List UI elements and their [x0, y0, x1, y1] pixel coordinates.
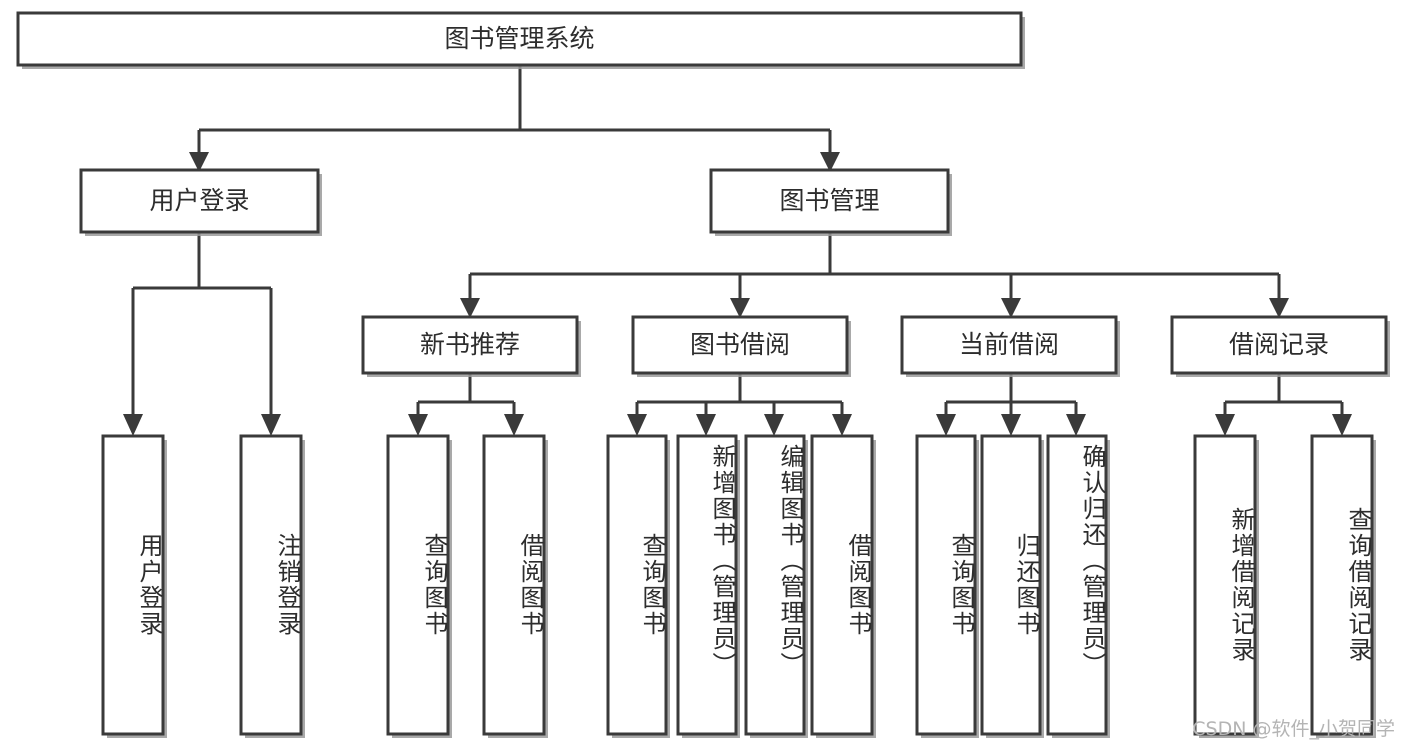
- leaf-box-current-borrow-0[interactable]: [915, 434, 977, 736]
- leaf-box-book-borrow-0[interactable]: [606, 434, 668, 736]
- leaf-box-book-borrow-3[interactable]: [810, 434, 874, 736]
- leaf-box-new-book-1[interactable]: [482, 434, 546, 736]
- node-user-login-box[interactable]: [79, 168, 320, 234]
- connector-group-current-borrow: [936, 374, 1086, 436]
- leaf-box-book-borrow-2[interactable]: [744, 434, 806, 736]
- leaf-box-borrow-records-0[interactable]: [1193, 434, 1257, 736]
- leaf-box-borrow-records-1[interactable]: [1310, 434, 1374, 736]
- node-root-box[interactable]: [16, 11, 1023, 67]
- connector-group-book-manage: [460, 233, 1289, 318]
- leaf-box-current-borrow-2[interactable]: [1046, 434, 1108, 736]
- connector-group-user-login: [123, 233, 281, 436]
- leaf-box-new-book-0[interactable]: [386, 434, 450, 736]
- box-layer: [16, 11, 1388, 736]
- node-current-borrow-box[interactable]: [900, 315, 1118, 375]
- leaf-box-book-borrow-1[interactable]: [676, 434, 738, 736]
- connector-group-book-borrow: [627, 374, 852, 436]
- leaf-box-user-login-1[interactable]: [239, 434, 303, 736]
- connector-group-borrow-records: [1215, 374, 1352, 436]
- connector-group-new-book: [408, 374, 524, 436]
- node-borrow-records-box[interactable]: [1170, 315, 1388, 375]
- node-book-borrow-box[interactable]: [631, 315, 849, 375]
- csdn-watermark: CSDN @软件_小贺同学: [1192, 718, 1395, 740]
- node-new-book-recommend-box[interactable]: [361, 315, 579, 375]
- connector-group-root: [189, 66, 840, 172]
- leaf-box-user-login-0[interactable]: [101, 434, 165, 736]
- node-book-manage-box[interactable]: [709, 168, 950, 234]
- leaf-box-current-borrow-1[interactable]: [980, 434, 1042, 736]
